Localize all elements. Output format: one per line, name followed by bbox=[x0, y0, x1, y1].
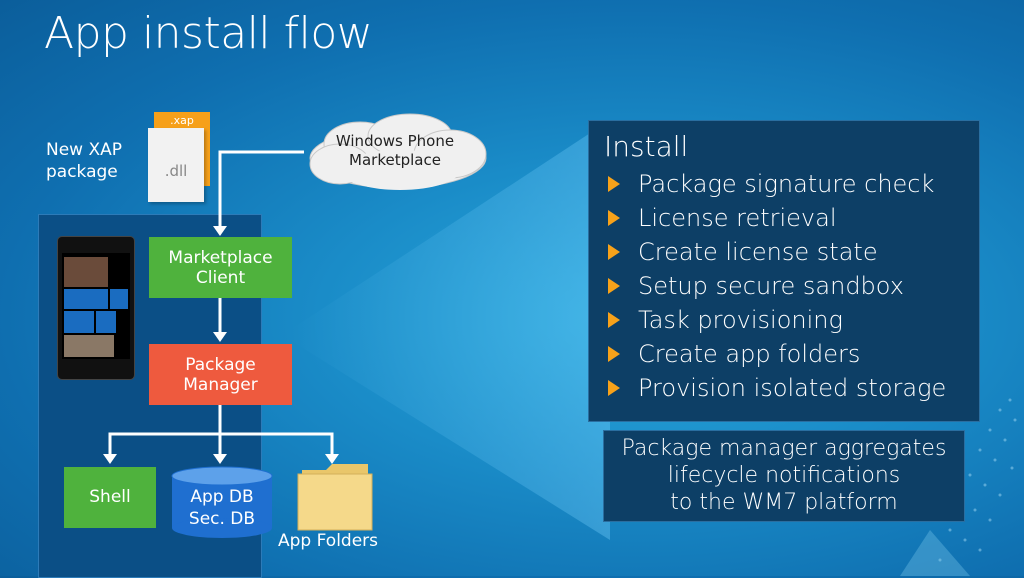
install-step: Package signature check bbox=[604, 170, 946, 204]
install-step: Create license state bbox=[604, 238, 946, 272]
phone-image bbox=[58, 237, 134, 379]
app-db-cylinder bbox=[171, 466, 273, 538]
install-heading: Install bbox=[604, 130, 689, 163]
bullet-arrow-icon bbox=[608, 278, 620, 294]
flow-connectors bbox=[103, 226, 227, 464]
page-title: App install flow bbox=[44, 8, 373, 59]
new-xap-package-label: New XAP package bbox=[46, 140, 123, 182]
bullet-arrow-icon bbox=[608, 346, 620, 362]
bullet-arrow-icon bbox=[608, 380, 620, 396]
install-step: License retrieval bbox=[604, 204, 946, 238]
folder-icon bbox=[297, 464, 373, 531]
app-folders-label: App Folders bbox=[278, 531, 379, 551]
cloud-label: Windows Phone Marketplace bbox=[335, 132, 455, 169]
platform-note: Package manager aggregates lifecycle not… bbox=[603, 430, 965, 522]
install-step: Create app folders bbox=[604, 340, 946, 374]
bullet-arrow-icon bbox=[608, 176, 620, 192]
bullet-arrow-icon bbox=[608, 210, 620, 226]
app-db-label: App DB Sec. DB bbox=[188, 487, 256, 529]
marketplace-cloud bbox=[309, 113, 487, 190]
install-steps-list: Package signature check License retrieva… bbox=[604, 170, 946, 408]
install-step: Provision isolated storage bbox=[604, 374, 946, 408]
install-step: Setup secure sandbox bbox=[604, 272, 946, 306]
install-step: Task provisioning bbox=[604, 306, 946, 340]
shell-node: Shell bbox=[64, 467, 156, 528]
install-panel bbox=[588, 120, 980, 422]
dll-document-icon: .dll bbox=[148, 128, 204, 202]
bullet-arrow-icon bbox=[608, 312, 620, 328]
bullet-arrow-icon bbox=[608, 244, 620, 260]
